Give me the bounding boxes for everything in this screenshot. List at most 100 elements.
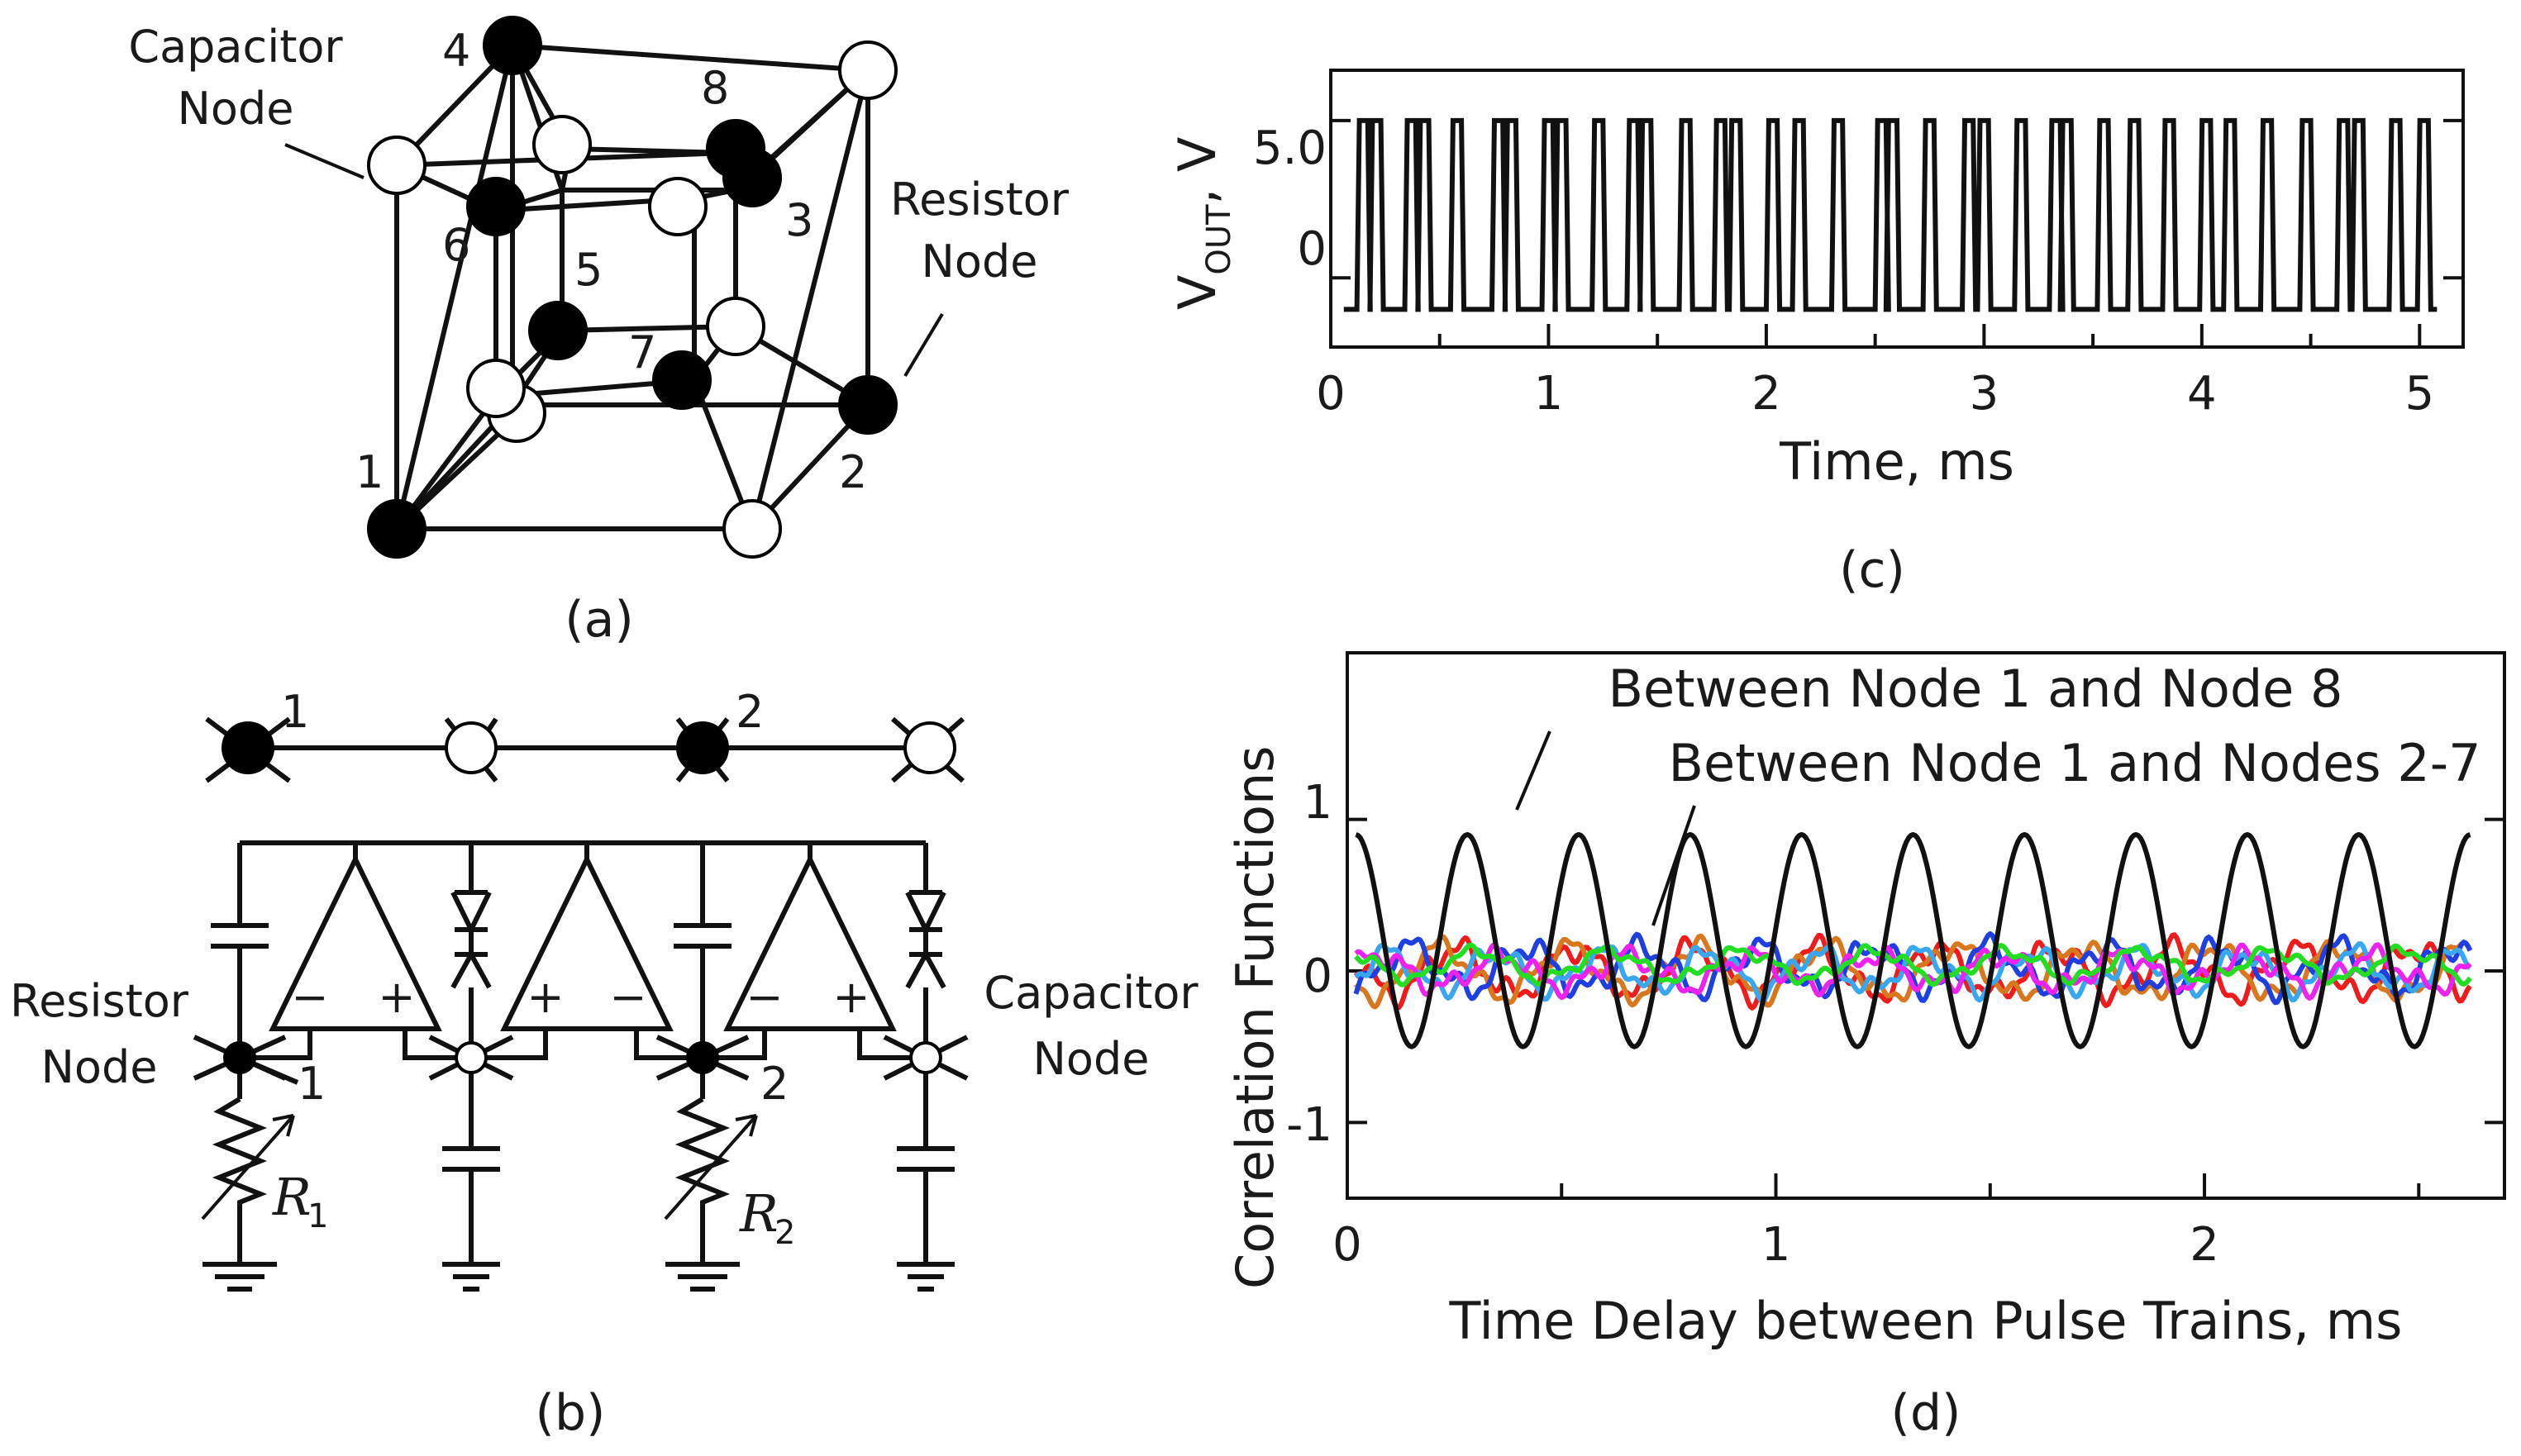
- graph-node: [648, 177, 708, 236]
- opamp1-sign-right: +: [378, 971, 415, 1023]
- x-tick-label-c: 0: [1316, 367, 1346, 421]
- node-number-8: 8: [701, 62, 729, 114]
- annotation-node1-node8: Between Node 1 and Node 8: [1608, 659, 2343, 719]
- annotation-node1-nodes2-7: Between Node 1 and Nodes 2-7: [1668, 733, 2480, 793]
- graph-strip: 1 2: [205, 686, 965, 783]
- resistor-node-1: [223, 1041, 256, 1074]
- capacitor-node-label-line2: Node: [178, 83, 294, 135]
- annotation-leader-2: [1651, 805, 1696, 926]
- caption-d: (d): [1891, 1384, 1961, 1442]
- graph-node-7: [652, 350, 712, 410]
- graph-node-6: [466, 177, 526, 236]
- circuit-capacitor-label-line1: Capacitor: [984, 967, 1199, 1019]
- y-axis-label-d: Correlation Functions: [1225, 745, 1285, 1289]
- graph-node: [706, 297, 765, 356]
- node-number-5: 5: [574, 244, 603, 296]
- y-axis-label-c-unit: , V: [1167, 137, 1227, 205]
- x-axis-label-c: Time, ms: [1779, 431, 2014, 492]
- circuit-node-label-1: 1: [298, 1058, 326, 1110]
- pulse-train-line: [1343, 117, 2438, 312]
- y-tick-label-c-0: 0: [1297, 222, 1327, 276]
- graph-node-3: [722, 148, 782, 207]
- opamp2-sign-right: −: [609, 971, 646, 1023]
- x-tick-labels-c: 0 1 2 3 4 5: [1316, 367, 2434, 421]
- x-axis-label-d: Time Delay between Pulse Trains, ms: [1449, 1291, 2403, 1351]
- capacitor-node-1: [455, 1041, 488, 1074]
- svg-text:VOUT, V: VOUT, V: [1167, 137, 1238, 310]
- y-axis-label-c-main: V: [1167, 275, 1227, 310]
- resistor-name-2: R: [739, 1183, 779, 1244]
- panel-d-correlation-chart: Correlation Functions 1 0 -1 0 1 2 Time De…: [1225, 651, 2506, 1442]
- panel-b-circuit: 1 2 − + + − − +: [10, 686, 1199, 1442]
- circuit-capacitor-label-line2: Node: [1033, 1033, 1150, 1085]
- node-number-3: 3: [785, 194, 813, 246]
- y-axis-label-c: VOUT, V: [1167, 137, 1238, 310]
- resistor-sub-1: 1: [307, 1197, 328, 1235]
- x-tick-label-c: 3: [1970, 367, 1999, 421]
- caption-b: (b): [536, 1384, 606, 1442]
- graph-node: [367, 136, 427, 195]
- hypercube-edges: [393, 42, 871, 531]
- x-tick-label-c: 2: [1751, 367, 1781, 421]
- annotation-leader-1: [1515, 730, 1551, 811]
- graph-node: [838, 40, 898, 100]
- resistor-node-2: [686, 1041, 719, 1074]
- graph-node-2: [838, 375, 898, 435]
- x-tick-label-d: 2: [2190, 1218, 2219, 1272]
- node-number-1: 1: [355, 446, 384, 498]
- graph-node: [722, 499, 782, 559]
- x-tick-labels-d: 0 1 2: [1332, 1218, 2219, 1272]
- graph-node-4: [483, 16, 542, 75]
- circuit-resistor-label-line1: Resistor: [10, 975, 189, 1027]
- x-tick-label-d: 0: [1332, 1218, 1362, 1272]
- x-tick-label-c: 4: [2187, 367, 2217, 421]
- graph-node-1: [367, 499, 427, 559]
- x-tick-label-c: 5: [2404, 367, 2434, 421]
- y-tick-label-c-5: 5.0: [1253, 121, 1327, 175]
- circuit-node-label-2: 2: [760, 1058, 789, 1110]
- node-number-7: 7: [628, 326, 656, 378]
- caption-a: (a): [565, 591, 634, 649]
- panel-c-pulse-chart: VOUT, V 5.0 0 0 1 2 3 4 5 Time, ms (c): [1167, 69, 2465, 599]
- circuit-resistor-label-line2: Node: [41, 1041, 158, 1093]
- opamp3-sign-left: −: [746, 971, 783, 1023]
- strip-node: [445, 721, 498, 774]
- y-tick-label-d-minus1: -1: [1286, 1098, 1332, 1152]
- correlation-series: [1353, 832, 2473, 1049]
- resistor-node-label-line1: Resistor: [890, 174, 1070, 226]
- opamp1-sign-left: −: [291, 971, 328, 1023]
- plot-frame-c: [1329, 69, 2465, 349]
- y-tick-label-d-0: 0: [1303, 949, 1332, 1003]
- strip-label-1: 1: [281, 686, 309, 738]
- node-number-6: 6: [442, 219, 470, 271]
- panel-a-leader-lines: [284, 143, 944, 378]
- op-amp-3: [723, 854, 897, 1031]
- y-axis-label-c-sub: OUT: [1200, 204, 1238, 275]
- resistor-node-label-line2: Node: [922, 236, 1038, 288]
- panel-a-hypercube: Capacitor Node Resistor Node 1 2 3 4 5 6…: [128, 16, 1070, 649]
- strip-label-2: 2: [736, 686, 764, 738]
- strip-node-2: [676, 721, 729, 774]
- axis-ticks-d: [1346, 817, 2504, 1198]
- graph-node: [466, 359, 526, 418]
- x-tick-label-c: 1: [1534, 367, 1564, 421]
- capacitor-node-label-line1: Capacitor: [128, 21, 343, 73]
- opamp2-sign-left: +: [527, 971, 564, 1023]
- capacitor-node-2: [909, 1041, 942, 1074]
- strip-node: [903, 721, 956, 774]
- op-amp-1: [269, 854, 442, 1031]
- graph-node: [532, 115, 592, 174]
- graph-node-5: [528, 301, 588, 360]
- strip-node-1: [222, 721, 274, 774]
- hypercube-nodes: [367, 16, 898, 559]
- node-number-4: 4: [442, 25, 470, 77]
- series-node1-other-5: [1354, 942, 2472, 1001]
- plot-frame-d: [1346, 651, 2506, 1200]
- y-tick-label-d-1: 1: [1303, 776, 1332, 830]
- node-number-2: 2: [839, 446, 867, 498]
- caption-c: (c): [1839, 541, 1905, 599]
- x-tick-label-d: 1: [1761, 1218, 1791, 1272]
- resistor-sub-2: 2: [774, 1214, 795, 1252]
- opamp3-sign-right: +: [832, 971, 870, 1023]
